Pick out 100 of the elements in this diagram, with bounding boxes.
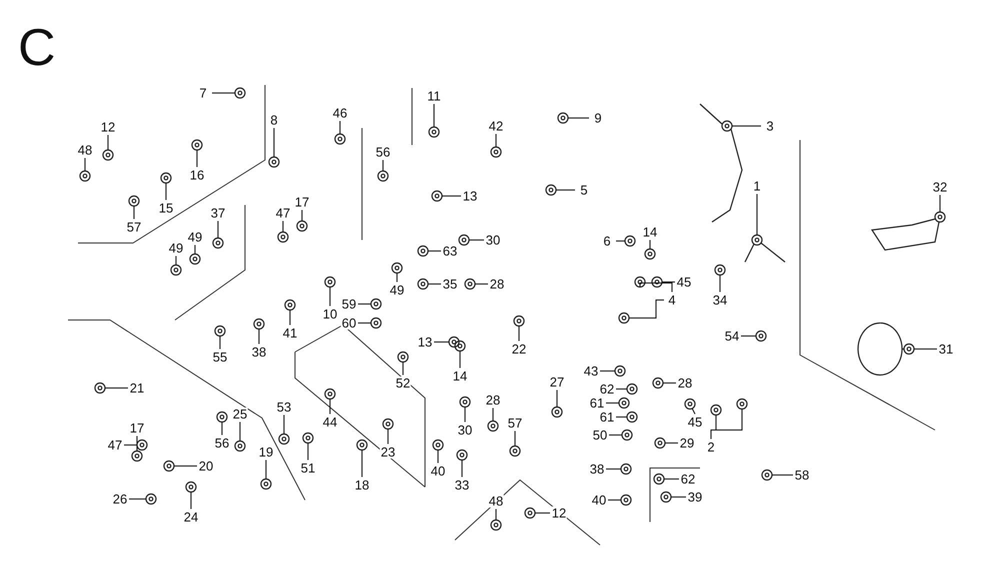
callout-number: 18 [354,478,370,492]
callout-number: 49 [186,230,204,244]
callout-number: 40 [590,494,608,506]
callout-number: 47 [106,438,124,452]
callout-number: 6 [602,234,612,248]
callout-number: 4 [667,294,677,306]
callout-number: 62 [598,382,616,396]
part-drawing [277,231,289,243]
part-drawing [620,494,632,506]
part-drawing [417,278,429,290]
part-drawing [94,382,106,394]
callout-number: 57 [126,220,142,234]
part-drawing [185,481,197,493]
part-drawing [660,491,672,503]
callout-number: 48 [488,494,504,508]
leader-line [196,150,198,168]
part-drawing [448,336,460,348]
callout-number: 51 [300,462,316,474]
callout-number: 15 [158,202,174,214]
callout-number: 58 [794,468,810,482]
callout-number: 32 [932,180,948,194]
callout-number: 28 [676,376,694,390]
part-drawing [684,398,696,410]
leader-line [772,474,794,476]
callout-number: 13 [416,336,434,348]
leader-line [124,444,138,446]
part-drawing [654,437,666,449]
part-drawing [458,234,470,246]
part-drawing [456,449,468,461]
callout-number: 56 [214,436,230,450]
part-drawing [163,460,175,472]
leader-line [258,328,260,344]
leader-line [212,92,236,94]
part-drawing [212,237,224,249]
callout-number: 22 [510,342,528,356]
callout-number: 49 [388,284,406,296]
leader-line [382,160,384,172]
callout-number: 63 [442,244,458,258]
leader-line [84,158,86,172]
part-drawing [302,432,314,444]
part-drawing [459,396,471,408]
part-drawing [490,146,502,158]
leader-line [190,492,192,510]
callout-number: 38 [588,462,606,476]
part-drawing [431,190,443,202]
callout-number: 59 [340,298,358,310]
part-drawing [464,278,476,290]
part-drawing [626,383,638,395]
callout-number: 34 [712,294,728,306]
callout-number: 53 [276,400,292,414]
part-drawing [356,439,368,451]
callout-number: 20 [198,460,214,472]
part-drawing [652,377,664,389]
leader-line [534,512,550,514]
callout-number: 40 [430,464,446,478]
callout-number: 62 [680,472,696,486]
callout-number: 17 [294,196,310,208]
callout-number: 35 [442,278,458,290]
leader-line [616,240,626,242]
leader-line [670,496,686,498]
part-drawing [710,404,722,416]
part-drawing [170,264,182,276]
part-drawing [191,139,203,151]
leader-line [492,408,494,422]
callout-number: 39 [686,490,704,504]
callout-number: 38 [250,346,268,358]
callout-number: 61 [588,396,606,410]
part-drawing [509,445,521,457]
callout-number: 31 [938,342,954,356]
callout-number: 3 [765,120,775,132]
callout-number: 28 [488,278,506,290]
callout-number: 12 [100,120,116,134]
part-drawing [370,298,382,310]
part-drawing [79,170,91,182]
callout-number: 57 [506,416,524,430]
callout-number: 25 [232,408,248,420]
part-drawing [490,519,502,531]
callout-number: 50 [592,428,608,442]
leader-line [518,326,520,342]
callout-number: 2 [706,440,716,454]
callout-number: 16 [188,168,206,182]
callout-number: 30 [484,234,502,246]
part-drawing [284,299,296,311]
callout-number: 55 [212,350,228,364]
callout-number: 12 [550,506,568,520]
part-drawing [624,235,636,247]
callout-number: 14 [452,370,468,382]
callout-number: 61 [598,410,616,424]
leader-line [136,436,138,452]
part-drawing [857,322,915,376]
leader-line [358,322,372,324]
part-drawing [145,493,157,505]
part-drawing [736,398,748,410]
callout-number: 17 [128,422,146,434]
callout-number: 45 [686,416,704,428]
part-drawing [102,149,114,161]
callout-number: 45 [676,276,692,288]
leader-line [692,408,696,414]
callout-number: 44 [322,416,338,428]
callout-number: 27 [548,376,566,388]
